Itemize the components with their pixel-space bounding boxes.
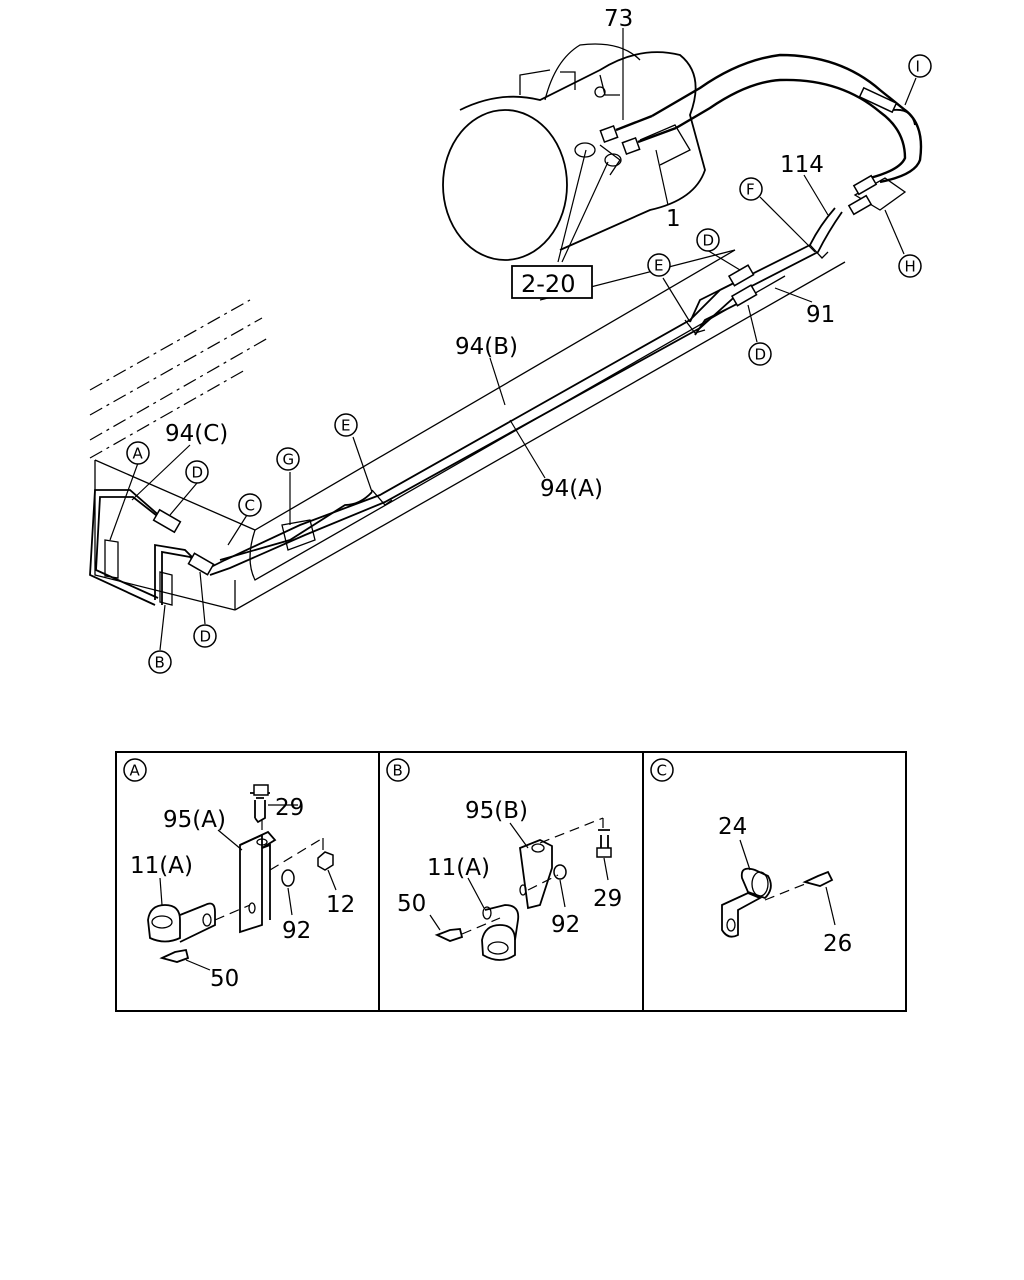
panel-c-letter: C (650, 758, 674, 782)
label-94a: 94(A) (540, 476, 603, 502)
label-73: 73 (604, 6, 633, 32)
bracket-g (281, 519, 316, 551)
svg-text:C: C (245, 497, 255, 515)
svg-text:C: C (657, 762, 667, 780)
svg-text:B: B (155, 654, 165, 672)
callout-e-2: E (334, 413, 358, 437)
callout-d-2: D (748, 342, 772, 366)
label-b-50: 50 (397, 891, 426, 917)
label-a-95a: 95(A) (163, 807, 226, 833)
detail-panel-c: C 24 26 (650, 758, 852, 957)
svg-text:A: A (130, 762, 141, 780)
label-b-29: 29 (593, 886, 622, 912)
label-b-11a: 11(A) (427, 855, 490, 881)
pipe-main-run (204, 207, 843, 576)
label-a-29: 29 (275, 795, 304, 821)
clip-f (809, 244, 829, 259)
reference-label: 2-20 (521, 270, 575, 298)
svg-text:F: F (746, 181, 755, 199)
panel-b-letter: B (386, 758, 410, 782)
leader-lines (109, 28, 917, 651)
svg-text:B: B (393, 762, 403, 780)
label-a-11a: 11(A) (130, 853, 193, 879)
detail-panels-frame (115, 751, 907, 1012)
callout-d-1: D (696, 228, 720, 252)
callout-g: G (276, 447, 300, 471)
clip-i (858, 86, 916, 126)
bracket-b (159, 571, 173, 606)
svg-text:D: D (703, 232, 715, 250)
callout-e-1: E (647, 253, 671, 277)
label-94b: 94(B) (455, 334, 518, 360)
callout-f: F (739, 177, 763, 201)
panel-a-letter: A (123, 758, 147, 782)
svg-text:I: I (916, 58, 920, 76)
detail-panel-b: B 95(B) 11(A) 29 50 92 (386, 758, 622, 961)
callout-h: H (898, 254, 922, 278)
label-a-50: 50 (210, 966, 239, 992)
label-a-12: 12 (326, 892, 355, 918)
callout-d-4: D (193, 624, 217, 648)
label-1: 1 (666, 206, 681, 232)
callout-i: I (908, 54, 932, 78)
hose-joint-d (152, 264, 758, 576)
clip-e (371, 319, 706, 506)
label-114: 114 (780, 152, 824, 178)
svg-text:E: E (654, 257, 663, 275)
label-c-26: 26 (823, 931, 852, 957)
label-a-92: 92 (282, 918, 311, 944)
label-94c: 94(C) (165, 421, 228, 447)
svg-text:D: D (192, 464, 204, 482)
pipe-94a (675, 78, 907, 180)
callout-b: B (148, 650, 172, 674)
bracket-a (104, 539, 119, 579)
pipe-94b (651, 53, 923, 184)
callout-c: C (238, 493, 262, 517)
callout-a: A (126, 441, 150, 465)
label-91: 91 (806, 302, 835, 328)
label-b-95b: 95(B) (465, 798, 528, 824)
reference-box (511, 265, 593, 299)
svg-text:H: H (905, 258, 916, 276)
bracket-h (847, 174, 907, 216)
label-b-92: 92 (551, 912, 580, 938)
callout-d-3: D (185, 460, 209, 484)
detail-panel-a: A 29 95(A) 11(A) 12 92 50 (123, 758, 355, 992)
fitting-73 (599, 114, 677, 155)
transmission-housing (442, 43, 706, 261)
label-c-24: 24 (718, 814, 747, 840)
svg-text:G: G (283, 451, 295, 469)
svg-text:D: D (755, 346, 767, 364)
svg-text:E: E (341, 417, 350, 435)
svg-text:A: A (133, 445, 144, 463)
svg-text:D: D (200, 628, 212, 646)
